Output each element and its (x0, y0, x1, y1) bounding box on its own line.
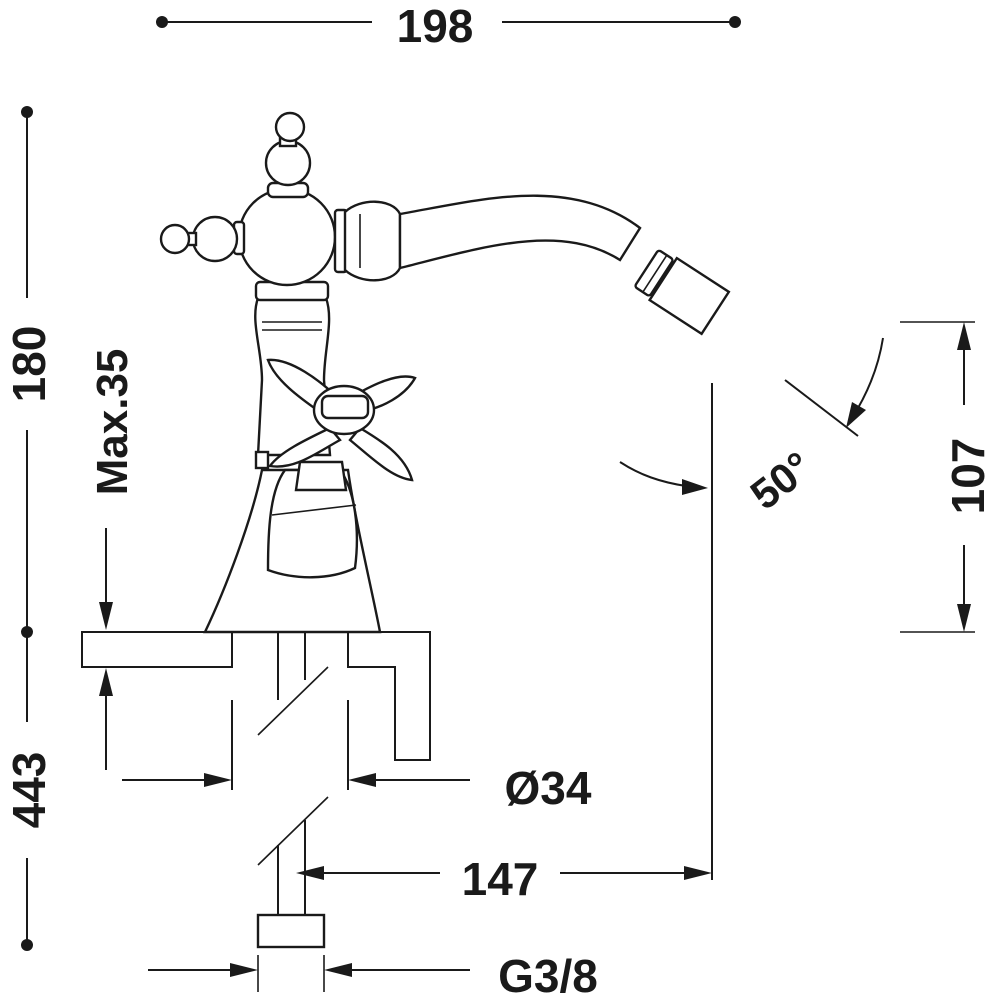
dimension-spout-height: 107 (900, 321, 988, 633)
dimension-max-deck: Max.35 (88, 349, 137, 770)
dimension-reach: 147 (296, 853, 712, 905)
angle-label: 50° (742, 443, 821, 519)
hole-diameter-label: Ø34 (505, 762, 592, 814)
total-height-label: 180 (3, 326, 55, 403)
reach-label: 147 (462, 853, 539, 905)
connection-label: G3/8 (498, 950, 598, 1000)
dimension-hole-diameter: Ø34 (122, 762, 592, 814)
faucet-body (159, 111, 731, 634)
dimension-total-height: 180 (3, 106, 55, 638)
under-deck-label: 443 (3, 752, 55, 829)
dimension-width-top: 198 (156, 0, 741, 52)
supply-pipe (231, 632, 349, 949)
max-deck-label: Max.35 (88, 349, 137, 496)
dimension-connection: G3/8 (148, 950, 598, 1000)
spout-height-label: 107 (942, 438, 988, 515)
cross-handle (254, 358, 417, 579)
dimension-under-deck: 443 (3, 632, 55, 951)
deck-section (81, 631, 431, 761)
dimension-angle: 50° (619, 337, 884, 519)
width-top-label: 198 (397, 0, 474, 52)
